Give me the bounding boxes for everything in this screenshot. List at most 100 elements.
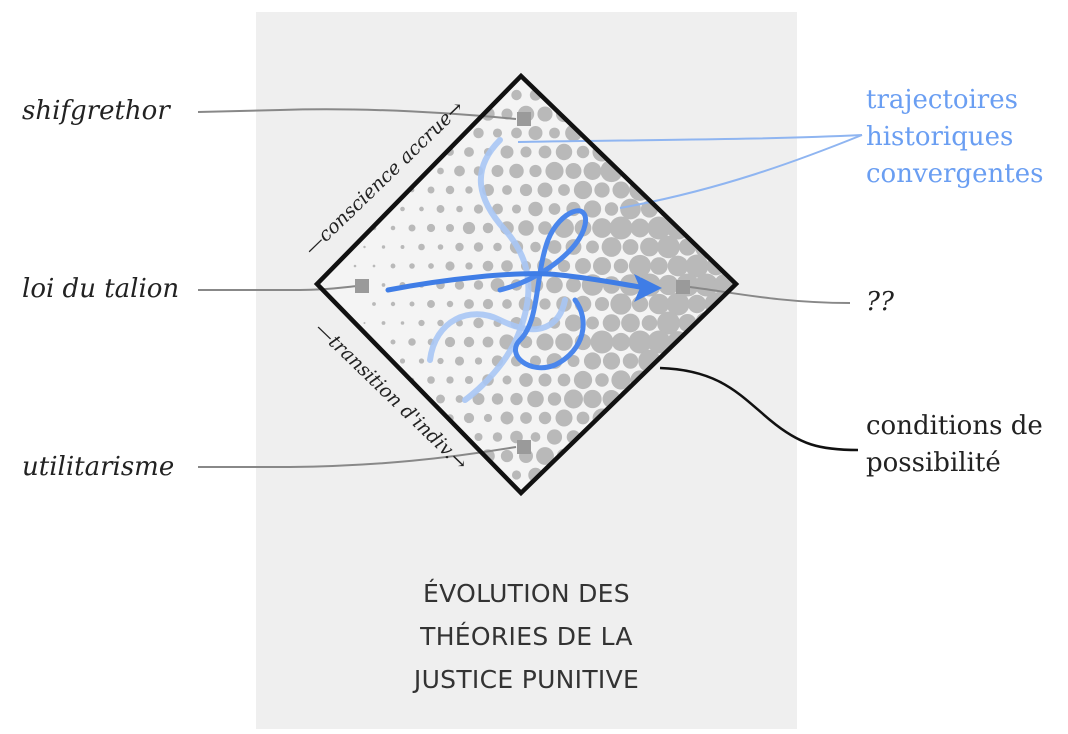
halftone-dot [583,389,602,409]
halftone-dot [437,167,444,175]
halftone-dot [456,205,463,213]
square-marker-icon [517,112,531,126]
halftone-dot [594,296,610,312]
label-trajectoires: trajectoires historiques convergentes [866,82,1043,193]
halftone-dot [390,225,396,231]
halftone-dot [511,204,522,214]
connector-to-top [517,134,863,143]
arrowhead-icon [634,274,662,302]
halftone-dot [622,239,639,255]
halftone-dot [609,216,633,240]
halftone-dot [464,299,474,309]
trajectory-light-1 [462,137,532,403]
halftone-dot [628,254,652,278]
halftone-dot [444,336,456,348]
halftone-dot [519,373,533,387]
halftone-dot [390,301,396,307]
halftone-dot [611,332,631,352]
trajectory-light-2 [427,297,568,363]
halftone-dot [621,313,640,333]
halftone-dot [381,245,386,249]
halftone-dot [428,263,434,269]
halftone-dot [492,203,503,215]
halftone-dot [657,235,680,259]
halftone-dot [446,300,454,308]
halftone-dot [353,264,357,268]
square-markers [355,112,690,454]
halftone-dot [400,321,405,325]
halftone-dot [657,311,680,335]
halftone-dot [437,244,444,250]
label-shifgrethor: shifgrethor [22,96,170,126]
halftone-dot [555,409,573,427]
halftone-dot [363,245,366,249]
halftone-dot [372,264,376,268]
halftone-dot [381,321,386,325]
halftone-dot [436,205,445,213]
halftone-dot [501,108,513,120]
halftone-dot [583,162,602,180]
halftone-dot [602,352,621,370]
halftone-dot [454,280,465,290]
halftone-dot [509,163,524,179]
halftone-dot [547,240,562,254]
halftone-dot [464,375,474,385]
halftone-dot [573,370,593,390]
halftone-dot [647,216,671,240]
halftone-dot [445,261,455,271]
title-line-2: THÉORIES DE LA [420,622,633,651]
halftone-dot [530,241,541,253]
halftone-dot [564,389,583,409]
halftone-dot [427,186,435,194]
label-trajectoires-line-1: trajectoires [866,85,1018,115]
pointer-utilitarisme [198,446,517,468]
halftone-dot [463,412,475,424]
pointer-loi-du-talion [198,285,359,291]
halftone-dot [566,277,581,293]
halftone-dot [502,375,512,385]
halftone-dot [687,294,707,314]
halftone-dot [576,411,590,425]
square-marker-icon [517,440,531,454]
halftone-dot [539,298,551,310]
connector-to-middle [619,134,863,209]
label-unknown: ?? [866,287,894,317]
halftone-dot [592,218,612,238]
halftone-dot [408,338,416,346]
halftone-dot [500,449,514,463]
halftone-dot [567,355,580,367]
halftone-dot [500,411,514,425]
halftone-dot [482,298,494,310]
halftone-dot [500,145,514,159]
halftone-dot [595,373,609,387]
halftone-dot [537,182,553,198]
halftone-dot [437,357,444,365]
halftone-dot [546,276,563,294]
halftone-dot [454,165,465,177]
halftone-dot [510,392,523,406]
halftone-dot [583,352,602,370]
halftone-dot [427,376,435,384]
halftone-dot [482,336,494,348]
label-trajectoires-line-2: historiques [866,121,1014,152]
halftone-dot [667,255,689,277]
halftone-dot [427,300,435,308]
halftone-dot [594,182,610,198]
halftone-dot [630,218,650,238]
halftone-dot [446,376,454,384]
halftone-dot [558,184,570,196]
halftone-dot [547,392,562,406]
halftone-dot [537,106,553,122]
halftone-dot [685,254,709,278]
halftone-dot [473,204,484,214]
halftone-dot [501,260,513,272]
halftone-dot [538,411,552,425]
halftone-dot [482,260,494,272]
halftone-dot [573,180,593,200]
pointer-shifgrethor [197,108,517,120]
halftone-dot [545,161,564,181]
halftone-dot [530,432,541,442]
halftone-dot [418,319,425,327]
halftone-dot [528,201,543,217]
